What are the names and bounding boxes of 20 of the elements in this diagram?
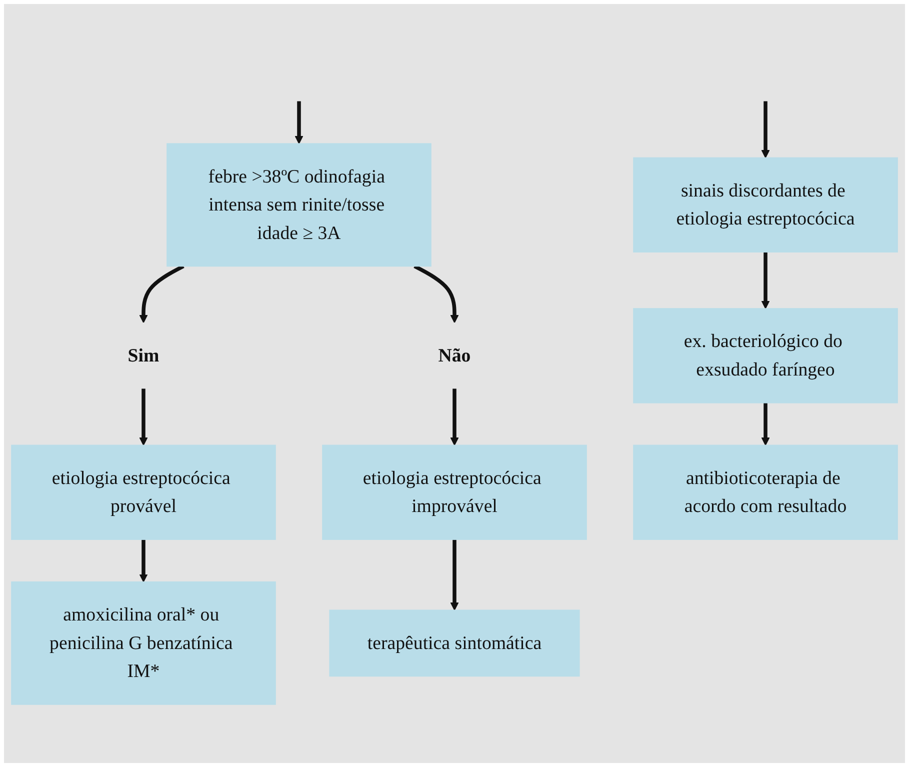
arrow bbox=[139, 264, 184, 323]
node-box: febre >38ºC odinofagia intensa sem rinite/tosse idade ≥ 3A bbox=[166, 142, 432, 266]
arrow bbox=[761, 252, 770, 308]
arrow bbox=[450, 388, 459, 446]
node-box: sinais discordantes de etiologia estreptocócica bbox=[633, 156, 898, 252]
node-box: antibioticoterapia de acordo com resultado bbox=[633, 444, 898, 540]
node-box: terapêutica sintomática bbox=[329, 609, 580, 676]
arrow bbox=[294, 100, 304, 144]
node-text: Sim bbox=[128, 344, 160, 366]
node-box: amoxicilina oral* ou penicilina G benzatínica IM* bbox=[11, 580, 276, 704]
arrow bbox=[139, 388, 148, 446]
node-box: ex. bacteriológico do exsudado faríngeo bbox=[633, 308, 898, 403]
arrow bbox=[450, 539, 459, 610]
node-box: etiologia estreptocócica provável bbox=[11, 444, 276, 540]
arrow bbox=[139, 539, 148, 582]
node-text: Não bbox=[438, 344, 471, 366]
node-box: etiologia estreptocócica improvável bbox=[322, 444, 587, 540]
arrow bbox=[761, 402, 770, 446]
arrow bbox=[761, 100, 770, 158]
arrow bbox=[414, 264, 459, 323]
